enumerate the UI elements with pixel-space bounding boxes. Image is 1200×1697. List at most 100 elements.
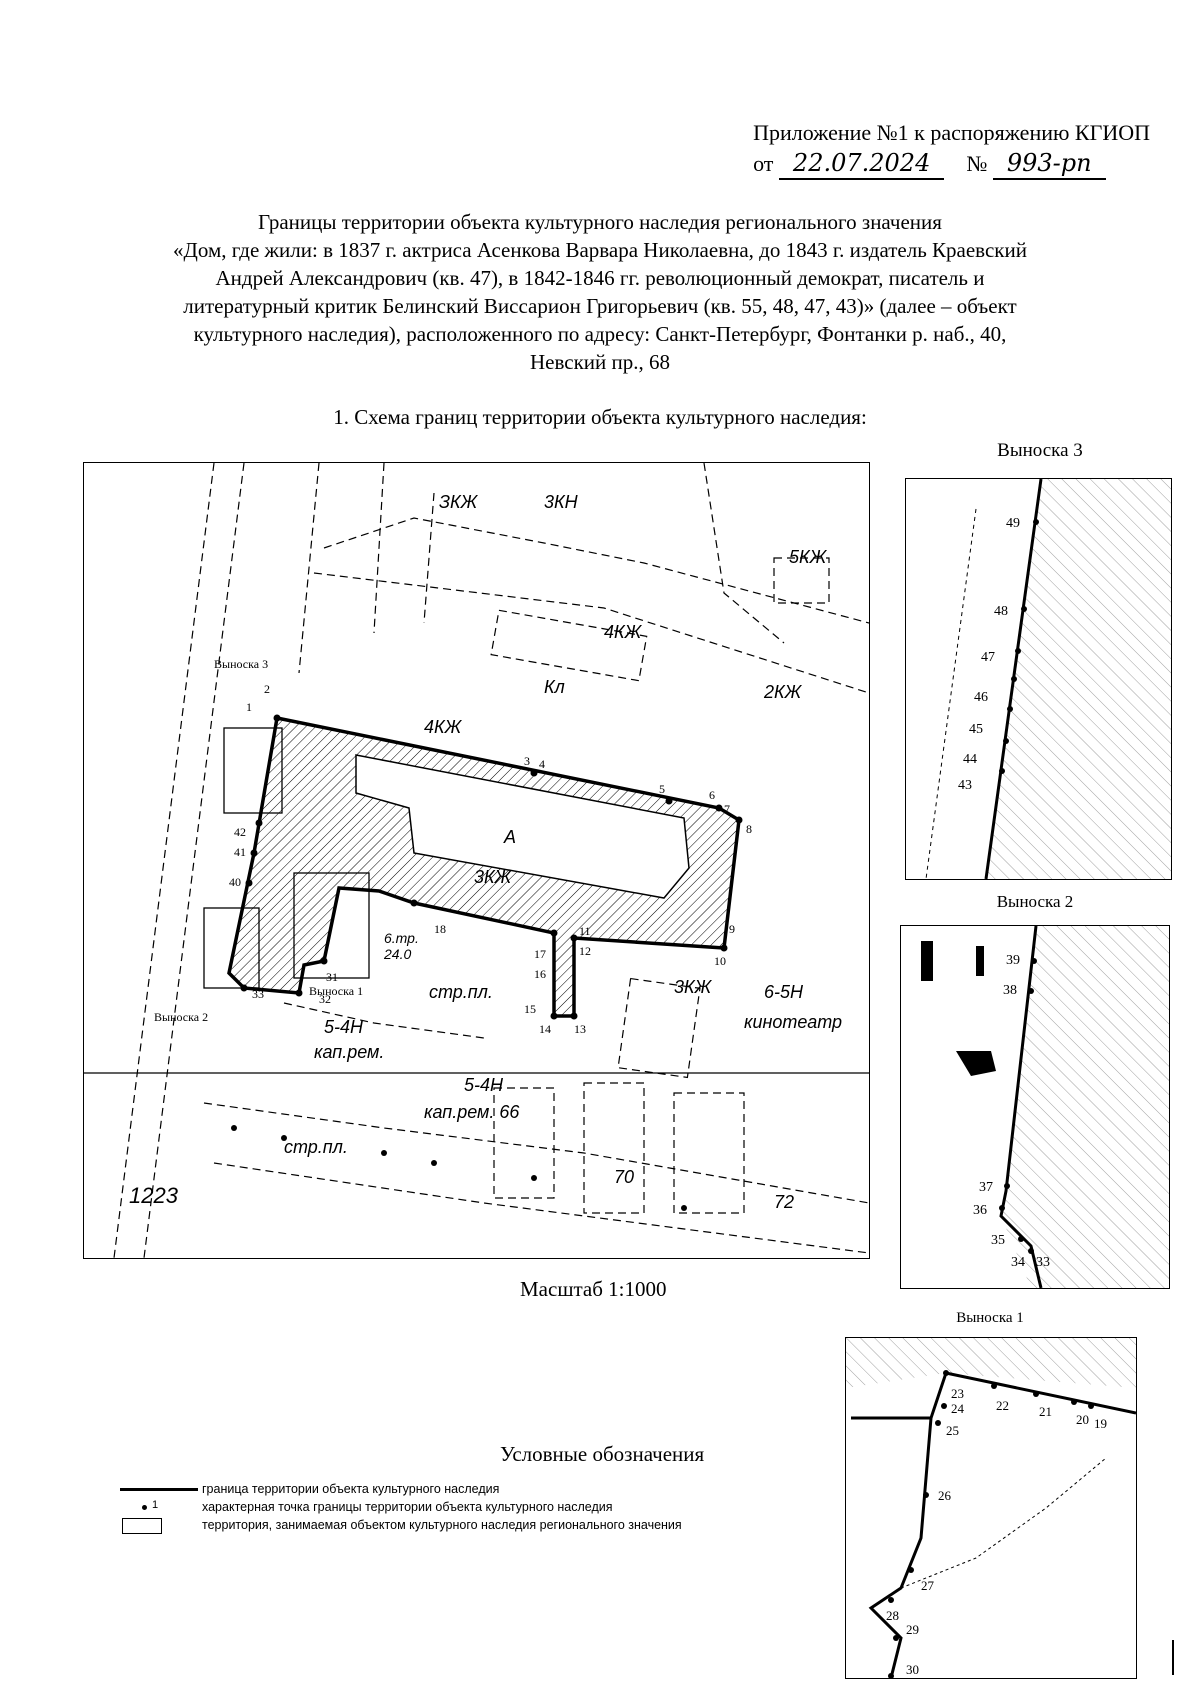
point-label: 23 — [951, 1386, 964, 1401]
point-label: 16 — [534, 967, 546, 981]
callout-3-title: Выноска 3 — [997, 440, 1083, 461]
point-label: 11 — [579, 924, 591, 938]
point-label: 43 — [958, 778, 972, 793]
map-label: 4КЖ — [424, 717, 463, 737]
point-label: 28 — [886, 1608, 899, 1623]
map-label: кап.рем. 66 — [424, 1102, 520, 1122]
title-line: литературный критик Белинский Виссарион … — [183, 294, 1017, 318]
point-label: 3 — [524, 754, 530, 768]
map-label: 2КЖ — [763, 682, 803, 702]
point-label: 32 — [319, 992, 331, 1006]
title-line: Границы территории объекта культурного н… — [258, 210, 942, 234]
legend-text: территория, занимаемая объектом культурн… — [202, 1518, 682, 1532]
point-label: 6 — [709, 788, 715, 802]
point-label: 33 — [252, 987, 264, 1001]
map-label: 3КЖ — [674, 977, 713, 997]
boundary-point-symbol: 1 — [120, 1498, 200, 1516]
point-label: 40 — [229, 875, 241, 889]
callout-2-box — [203, 907, 260, 989]
map-label: 5КЖ — [789, 547, 828, 567]
point-label: 8 — [746, 822, 752, 836]
callout-2-title: Выноска 2 — [996, 892, 1074, 911]
point-label: 47 — [981, 650, 995, 665]
point-label: 35 — [991, 1233, 1005, 1248]
point-label: 30 — [906, 1662, 919, 1677]
point-label: 27 — [921, 1578, 935, 1593]
map-label: 6.тр. — [384, 930, 419, 946]
point-label: 10 — [714, 954, 726, 968]
map-label: 1223 — [129, 1183, 179, 1208]
point-label: 13 — [574, 1022, 586, 1036]
legend-text: характерная точка границы территории объ… — [202, 1500, 613, 1514]
point-label: 17 — [534, 947, 546, 961]
map-label: кинотеатр — [744, 1012, 842, 1032]
point-label: 4 — [539, 757, 545, 771]
point-label: 37 — [979, 1180, 993, 1195]
point-label: 1 — [246, 700, 252, 714]
title-line: Невский пр., 68 — [529, 350, 671, 374]
document-title: Границы территории объекта культурного н… — [90, 208, 1110, 376]
point-label: 33 — [1036, 1255, 1050, 1270]
point-label: 38 — [1003, 983, 1017, 998]
point-label: 14 — [539, 1022, 551, 1036]
map-label: 5-4Н — [324, 1017, 364, 1037]
appendix-title: Приложение №1 к распоряжению КГИОП — [753, 120, 1150, 145]
callout-3-drawing: 49 48 47 46 45 44 43 — [925, 479, 1171, 879]
point-label: 7 — [724, 802, 730, 816]
point-label: 22 — [996, 1398, 1009, 1413]
legend-row: 1 характерная точка границы территории о… — [120, 1498, 682, 1516]
point-example-label: 1 — [152, 1499, 159, 1511]
order-date: 22.07.2024 — [778, 148, 945, 180]
point-label: 20 — [1076, 1412, 1089, 1427]
callout-1-box — [293, 872, 370, 979]
point-label: 31 — [326, 970, 338, 984]
map-label: стр.пл. — [284, 1137, 348, 1157]
point-label: 41 — [234, 845, 246, 859]
point-label: 39 — [1006, 953, 1020, 968]
point-label: 45 — [969, 722, 983, 737]
point-label: 44 — [963, 752, 977, 767]
point-label: 2 — [264, 682, 270, 696]
map-label: 4КЖ — [604, 622, 643, 642]
number-label: № — [966, 151, 988, 176]
boundary-line-symbol — [120, 1480, 200, 1498]
appendix-order-line: от 22.07.2024 № 993-рп — [753, 148, 1150, 180]
point-label: 34 — [1011, 1255, 1025, 1270]
point-label: 46 — [974, 690, 988, 705]
scheme-heading: 1. Схема границ территории объекта культ… — [333, 405, 867, 429]
legend-row: граница территории объекта культурного н… — [120, 1480, 682, 1498]
map-label: 24.0 — [383, 946, 411, 962]
title-line: «Дом, где жили: в 1837 г. актриса Асенко… — [173, 238, 1027, 262]
callout-3-frame: 49 48 47 46 45 44 43 — [905, 478, 1172, 880]
callout-2-drawing: 39 38 37 36 35 34 33 — [921, 926, 1169, 1288]
main-map-drawing: ЗКЖ 3КН 4КЖ Кл 2КЖ 5КЖ 4КЖ 3КЖ А 6-5Н ки… — [84, 463, 869, 1258]
point-label: 25 — [946, 1423, 959, 1438]
map-label: ЗКЖ — [439, 492, 479, 512]
point-label: 15 — [524, 1002, 536, 1016]
map-label: 3КЖ — [474, 867, 513, 887]
map-label: кап.рем. — [314, 1042, 384, 1062]
point-label: 5 — [659, 782, 665, 796]
map-label: А — [503, 827, 516, 847]
point-label: 49 — [1006, 516, 1020, 531]
callout-label: Выноска 2 — [154, 1010, 208, 1024]
point-label: 42 — [234, 825, 246, 839]
callout-label: Выноска 3 — [214, 657, 268, 671]
map-label: Кл — [544, 677, 565, 697]
title-line: культурного наследия), расположенного по… — [193, 322, 1007, 346]
legend-row: территория, занимаемая объектом культурн… — [120, 1516, 682, 1534]
legend: граница территории объекта культурного н… — [120, 1480, 682, 1534]
callout-1-frame: 23 24 25 22 21 20 19 26 27 28 29 30 — [845, 1337, 1137, 1679]
point-label: 19 — [1094, 1416, 1107, 1431]
point-label: 9 — [729, 922, 735, 936]
point-label: 12 — [579, 944, 591, 958]
callout-1-title: Выноска 1 — [956, 1310, 1024, 1326]
legend-title: Условные обозначения — [500, 1442, 705, 1466]
title-line: Андрей Александрович (кв. 47), в 1842-18… — [215, 266, 985, 290]
appendix-header: Приложение №1 к распоряжению КГИОП от 22… — [753, 118, 1150, 180]
map-label: 72 — [774, 1192, 794, 1212]
callout-2-frame: 39 38 37 36 35 34 33 — [900, 925, 1170, 1289]
point-label: 48 — [994, 604, 1008, 619]
map-label: 70 — [614, 1167, 634, 1187]
order-number: 993-рп — [992, 148, 1106, 180]
